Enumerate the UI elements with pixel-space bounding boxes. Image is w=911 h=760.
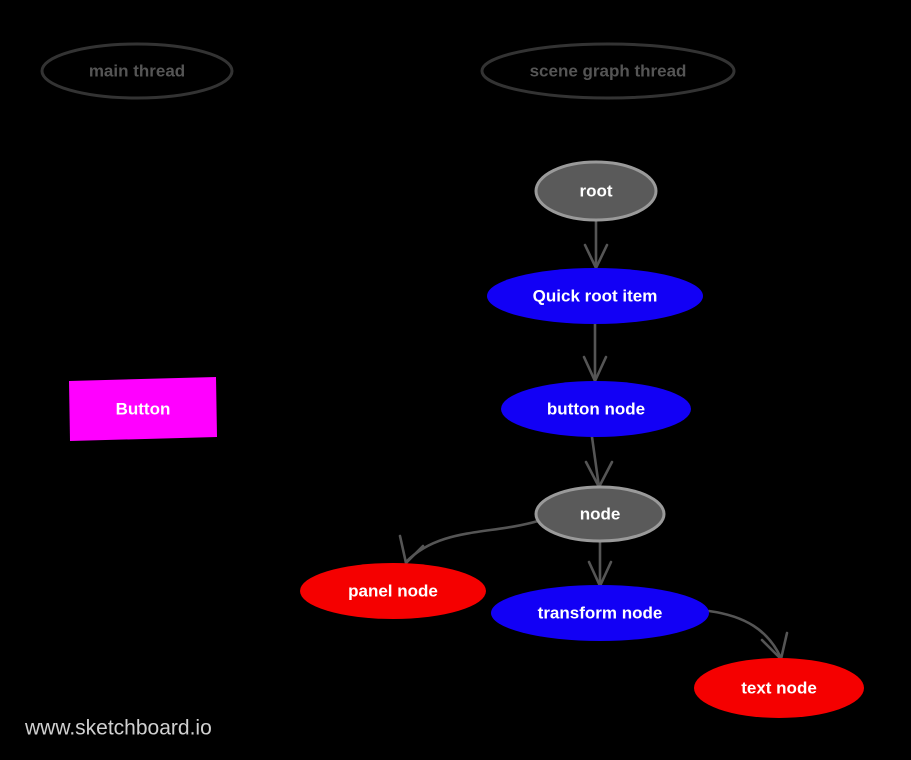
edge-transform-node-to-text-node[interactable] xyxy=(707,609,789,661)
root-ellipse[interactable] xyxy=(534,160,658,222)
edge-node-to-transform-node[interactable] xyxy=(587,539,613,588)
edge-root-to-quick-root-item[interactable] xyxy=(583,218,609,270)
node-button[interactable]: Button xyxy=(69,377,217,441)
main-thread-ellipse[interactable] xyxy=(40,42,234,100)
scene-graph-thread-ellipse[interactable] xyxy=(480,42,736,100)
sketchboard-watermark: www.sketchboard.io xyxy=(24,717,212,740)
button-node-ellipse[interactable] xyxy=(501,381,691,437)
node-quick-root-item[interactable]: Quick root item xyxy=(487,268,703,324)
node-root[interactable]: root xyxy=(534,160,658,222)
node-node[interactable]: node xyxy=(534,485,666,543)
node-transform-node[interactable]: transform node xyxy=(491,585,709,641)
panel-node-ellipse[interactable] xyxy=(300,563,486,619)
node-ellipse[interactable] xyxy=(534,485,666,543)
node-button-node[interactable]: button node xyxy=(501,381,691,437)
button-rect[interactable] xyxy=(69,377,217,441)
scene-graph-thread-label: scene graph thread xyxy=(530,61,687,80)
main-thread-label: main thread xyxy=(89,61,185,80)
edge-node-to-panel-node[interactable] xyxy=(398,519,540,565)
edge-quick-root-item-to-button-node[interactable] xyxy=(582,322,608,383)
thread-group-main-thread[interactable]: main thread xyxy=(40,42,234,100)
text-node-ellipse[interactable] xyxy=(694,658,864,718)
transform-node-ellipse[interactable] xyxy=(491,585,709,641)
node-panel-node[interactable]: panel node xyxy=(300,563,486,619)
thread-group-scene-graph-thread[interactable]: scene graph thread xyxy=(480,42,736,100)
node-text-node[interactable]: text node xyxy=(694,658,864,718)
edge-button-node-to-node[interactable] xyxy=(584,435,614,489)
quick-root-item-ellipse[interactable] xyxy=(487,268,703,324)
